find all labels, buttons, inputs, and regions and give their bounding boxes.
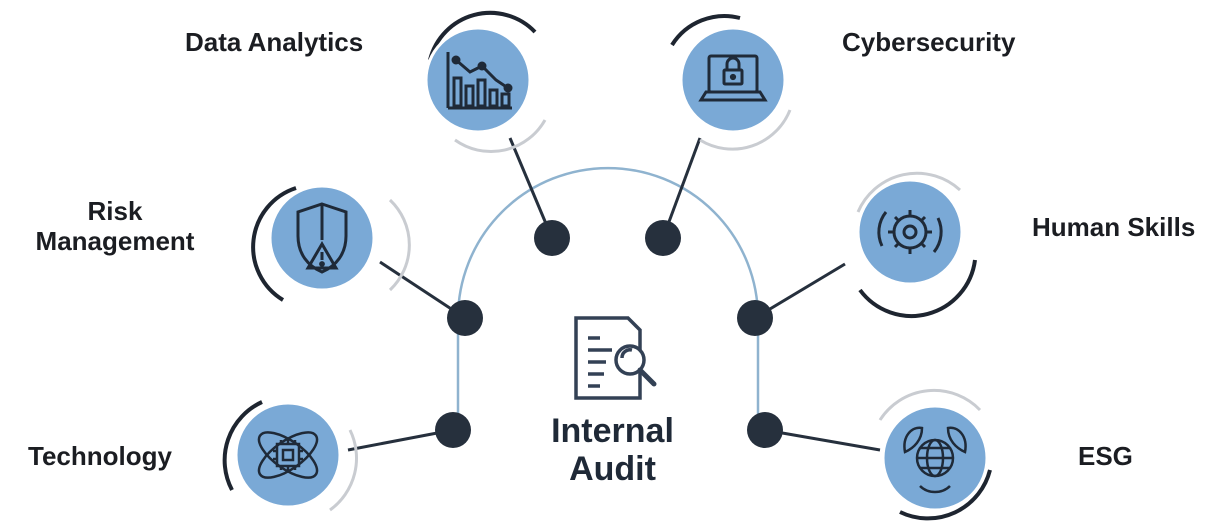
label-data-analytics: Data Analytics bbox=[185, 27, 364, 57]
connector-data-analytics bbox=[508, 137, 554, 239]
globe-leaves-icon bbox=[903, 426, 967, 494]
connector-esg bbox=[764, 428, 881, 452]
dot-esg bbox=[747, 412, 783, 448]
gear-head-icon bbox=[877, 210, 943, 254]
label-risk-line2: Management bbox=[35, 226, 195, 256]
connectors bbox=[347, 137, 881, 452]
shield-warning-icon bbox=[296, 202, 348, 274]
node-human-skills bbox=[856, 171, 977, 319]
label-human-skills: Human Skills bbox=[1032, 212, 1196, 242]
center-title-line2: Audit bbox=[569, 450, 656, 488]
node-data-analytics bbox=[424, 10, 547, 154]
label-risk-management: Risk Management bbox=[20, 196, 210, 256]
center-title-line1: Internal bbox=[551, 412, 674, 450]
dot-human-skills bbox=[737, 300, 773, 336]
node-esg bbox=[878, 388, 992, 521]
document-search-icon bbox=[574, 316, 657, 400]
node-cybersecurity bbox=[670, 14, 792, 151]
label-technology: Technology bbox=[28, 441, 172, 471]
junction-dots bbox=[435, 220, 783, 448]
node-risk-management bbox=[251, 184, 411, 302]
label-cybersecurity: Cybersecurity bbox=[842, 27, 1016, 57]
dot-data-analytics bbox=[534, 220, 570, 256]
node-technology bbox=[222, 400, 358, 512]
laptop-lock-icon bbox=[698, 54, 768, 102]
center-title: Internal Audit bbox=[520, 412, 705, 488]
label-risk-line1: Risk bbox=[87, 196, 143, 226]
dot-cybersecurity bbox=[645, 220, 681, 256]
label-esg: ESG bbox=[1078, 441, 1133, 471]
dot-technology bbox=[435, 412, 471, 448]
chip-atom-icon bbox=[257, 431, 319, 479]
central-arc bbox=[456, 166, 760, 430]
bar-chart-icon bbox=[446, 52, 513, 110]
dot-risk-management bbox=[447, 300, 483, 336]
